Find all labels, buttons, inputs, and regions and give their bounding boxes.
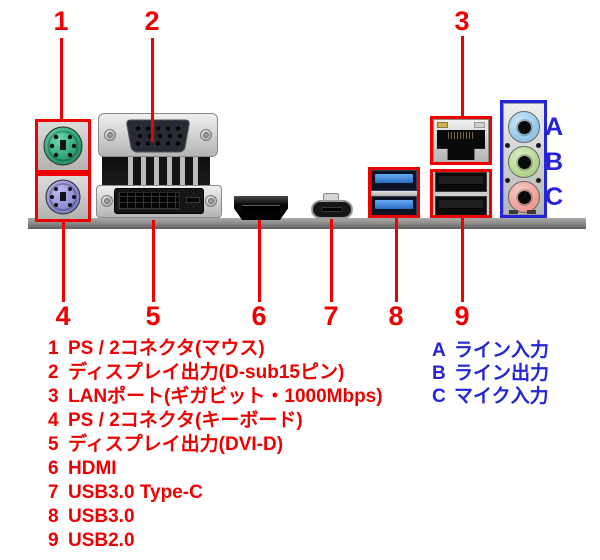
legend-audio: A ライン入力 B ライン出力 C マイク入力 [432, 339, 549, 408]
legend-item-number: 5 [48, 434, 59, 455]
dvi-screw-right [205, 195, 217, 207]
leader-line-5 [152, 220, 155, 302]
legend-item-b: B ライン出力 [432, 362, 549, 385]
audio-screw-dot [505, 143, 510, 148]
legend-item-text: LANポート(ギガビット・1000Mbps) [68, 386, 383, 407]
usb3-divider [369, 191, 419, 196]
vga-screw-left [104, 129, 116, 141]
legend-item-8: 8 USB3.0 [48, 505, 383, 529]
legend-item-number: 3 [48, 386, 59, 407]
callout-number-3: 3 [454, 6, 470, 36]
legend-item-text: ライン出力 [454, 363, 550, 384]
usb3-tongue [375, 174, 413, 183]
callout-number-6: 6 [251, 301, 267, 331]
highlight-box-audio [500, 100, 547, 218]
callout-number-2: 2 [144, 6, 160, 36]
legend-item-7: 7 USB3.0 Type-C [48, 481, 383, 505]
dvi-pin-grid [118, 192, 180, 210]
legend-item-text: ライン入力 [454, 340, 550, 361]
vga-screw-right [200, 129, 212, 141]
legend-item-5: 5 ディスプレイ出力(DVI-D) [48, 433, 383, 457]
legend-item-letter: A [432, 340, 446, 361]
legend-item-number: 9 [48, 530, 59, 551]
usb3-port-top [371, 170, 417, 191]
lan-contacts [448, 132, 474, 139]
legend-item-text: ディスプレイ出力(D-sub15ピン) [68, 362, 345, 383]
legend-item-number: 7 [48, 482, 59, 503]
ps2-mouse-port [37, 121, 89, 171]
legend-item-number: 1 [48, 338, 59, 359]
legend-item-text: USB3.0 Type-C [68, 482, 203, 503]
leader-line-1 [60, 38, 63, 120]
heatsink-fins [128, 152, 200, 188]
audio-panel-foot [527, 210, 536, 214]
legend-item-1: 1 PS / 2コネクタ(マウス) [48, 337, 383, 361]
highlight-box-lan [430, 116, 492, 165]
callout-number-7: 7 [323, 301, 339, 331]
hdmi-slot [242, 205, 280, 213]
legend-item-text: USB3.0 [68, 506, 135, 527]
callout-number-9: 9 [454, 301, 470, 331]
legend-item-letter: C [432, 386, 446, 407]
audio-jack-line-out [508, 146, 540, 178]
leader-line-3 [461, 36, 464, 116]
legend-item-letter: B [432, 363, 446, 384]
legend-item-number: 2 [48, 362, 59, 383]
legend-item-number: 8 [48, 506, 59, 527]
leader-line-6 [258, 220, 261, 302]
legend-item-text: USB2.0 [68, 530, 135, 551]
legend-item-number: 6 [48, 458, 59, 479]
usb2-port-top [435, 172, 487, 192]
usb2-tongue [439, 176, 483, 185]
highlight-box-usb2 [430, 169, 492, 218]
legend-item-2: 2 ディスプレイ出力(D-sub15ピン) [48, 361, 383, 385]
legend-item-6: 6 HDMI [48, 457, 383, 481]
callout-number-8: 8 [388, 301, 404, 331]
dvi-blade-slot [186, 197, 200, 203]
ps2-keyboard-port [37, 176, 89, 219]
callout-number-1: 1 [53, 6, 69, 36]
usb2-tongue [439, 200, 483, 209]
callout-number-4: 4 [55, 301, 71, 331]
legend-item-text: HDMI [68, 458, 117, 479]
legend-item-text: ディスプレイ出力(DVI-D) [68, 434, 284, 455]
leader-line-4 [62, 222, 65, 302]
legend-item-3: 3 LANポート(ギガビット・1000Mbps) [48, 385, 383, 409]
leader-line-2 [151, 38, 154, 142]
io-shield-edge [28, 218, 586, 229]
legend-item-9: 9 USB2.0 [48, 529, 383, 553]
usb3-tongue [375, 200, 413, 209]
lan-led-right [474, 122, 485, 128]
legend-item-4: 4 PS / 2コネクタ(キーボード) [48, 409, 383, 433]
legend-item-text: PS / 2コネクタ(キーボード) [68, 410, 303, 431]
highlight-box-ps2-keyboard [35, 173, 91, 222]
audio-screw-dot [536, 178, 541, 183]
legend-item-c: C マイク入力 [432, 385, 549, 408]
callout-letter-a: A [545, 113, 564, 141]
leader-line-9 [461, 218, 464, 302]
legend-item-a: A ライン入力 [432, 339, 549, 362]
callout-number-5: 5 [145, 301, 161, 331]
usbc-slot [321, 207, 343, 212]
audio-jack-mic-in [508, 181, 540, 213]
highlight-box-usb3 [368, 167, 420, 218]
legend-item-number: 4 [48, 410, 59, 431]
callout-letter-b: B [545, 148, 564, 176]
audio-jack-line-in [508, 111, 540, 143]
audio-panel-foot [509, 210, 518, 214]
dvi-screw-left [101, 195, 113, 207]
audio-screw-dot [505, 178, 510, 183]
highlight-box-ps2-mouse [35, 119, 91, 173]
legend-item-text: マイク入力 [454, 386, 549, 407]
vga-dsub-connector [126, 119, 190, 153]
callout-letter-c: C [545, 183, 564, 211]
legend-item-text: PS / 2コネクタ(マウス) [68, 338, 265, 359]
leader-line-7 [330, 219, 333, 302]
lan-led-left [437, 122, 448, 128]
leader-line-8 [395, 218, 398, 302]
audio-screw-dot [536, 143, 541, 148]
